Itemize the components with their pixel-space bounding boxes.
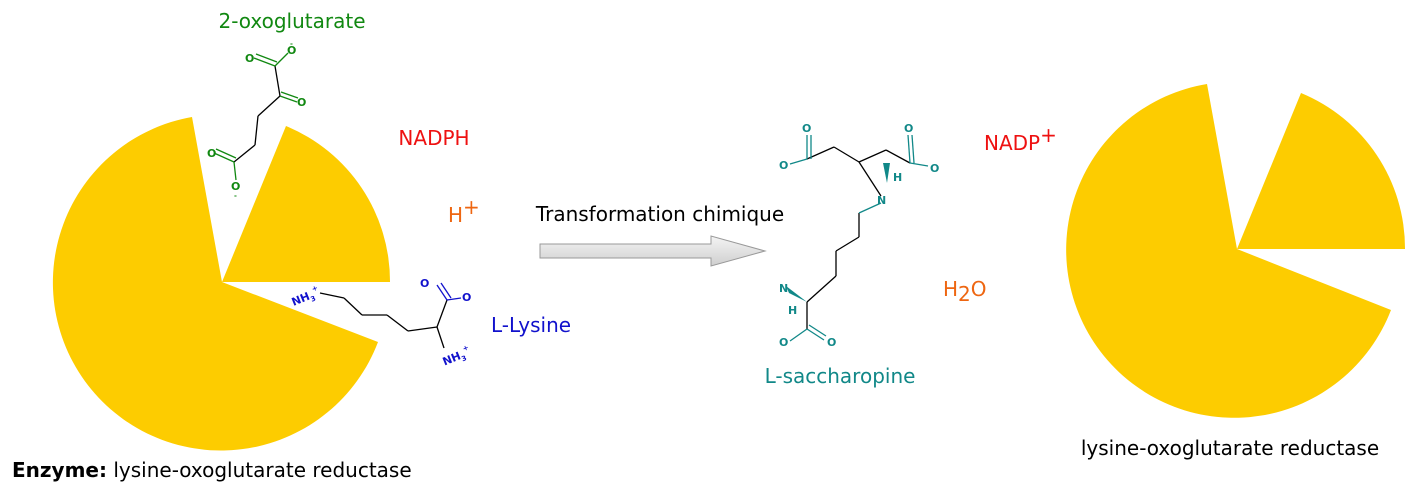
- svg-text:NH3+: NH3+: [289, 284, 323, 311]
- oxygen-atom: O: [779, 336, 788, 349]
- oxygen-atom: O: [802, 122, 811, 135]
- proton-label: H+: [448, 195, 480, 227]
- charge-label: -: [234, 192, 237, 200]
- nitrogen-atom: N: [877, 194, 886, 207]
- hydrogen-atom: H: [893, 171, 902, 184]
- oxygen-atom: O: [462, 291, 471, 304]
- amine-group: NH3+: [289, 284, 323, 311]
- oxoglutarate-molecule: [213, 52, 299, 181]
- oxygen-atom: O: [297, 96, 306, 109]
- lysine-label: L-Lysine: [491, 313, 571, 337]
- enzyme-wedge-before: [222, 126, 391, 282]
- charge-label: -: [290, 40, 293, 48]
- oxygen-atom: O: [930, 162, 939, 175]
- enzyme-body-before: [52, 117, 378, 451]
- oxoglutarate-atoms: O O - O O O -: [207, 40, 306, 200]
- enzyme-caption: Enzyme: lysine-oxoglutarate reductase: [12, 458, 412, 482]
- oxygen-atom: O: [287, 44, 296, 57]
- oxygen-atom: O: [245, 52, 254, 65]
- hydrogen-atom: H: [788, 304, 797, 317]
- enzyme-caption-prefix: Enzyme:: [12, 458, 107, 482]
- oxygen-atom: O: [207, 147, 216, 160]
- lysine-molecule: [319, 282, 462, 349]
- enzyme-wedge-after: [1237, 93, 1406, 249]
- nitrogen-atom: N: [779, 282, 788, 295]
- oxygen-atom: O: [420, 277, 429, 290]
- enzyme-shape-after: [1066, 84, 1406, 418]
- oxygen-atom: O: [779, 159, 788, 172]
- enzyme-caption-name: lysine-oxoglutarate reductase: [113, 458, 411, 482]
- lysine-atoms: O O NH3+ NH3+: [289, 277, 474, 370]
- reaction-arrow: [539, 235, 767, 267]
- amine-group: NH3+: [440, 343, 474, 370]
- oxygen-atom: O: [231, 180, 240, 193]
- saccharopine-molecule: [789, 134, 929, 342]
- enzyme-after-label: lysine-oxoglutarate reductase: [1081, 436, 1379, 460]
- saccharopine-label: L-saccharopine: [765, 364, 916, 388]
- enzyme-body-after: [1066, 84, 1391, 418]
- nadp-label: NADP+: [984, 123, 1057, 155]
- water-label: H2O: [943, 277, 987, 306]
- enzyme-shape-before: [52, 117, 391, 451]
- saccharopine-atoms: O O O O H N N H O O: [779, 122, 939, 349]
- svg-text:NH3+: NH3+: [440, 343, 474, 370]
- oxygen-atom: O: [827, 336, 836, 349]
- nadph-label: NADPH: [398, 126, 469, 150]
- reaction-arrow-label: Transformation chimique: [535, 202, 784, 226]
- oxygen-atom: O: [904, 122, 913, 135]
- stereo-wedge: [883, 163, 890, 183]
- stereo-wedge: [786, 286, 807, 302]
- oxoglutarate-label: 2-oxoglutarate: [218, 9, 365, 33]
